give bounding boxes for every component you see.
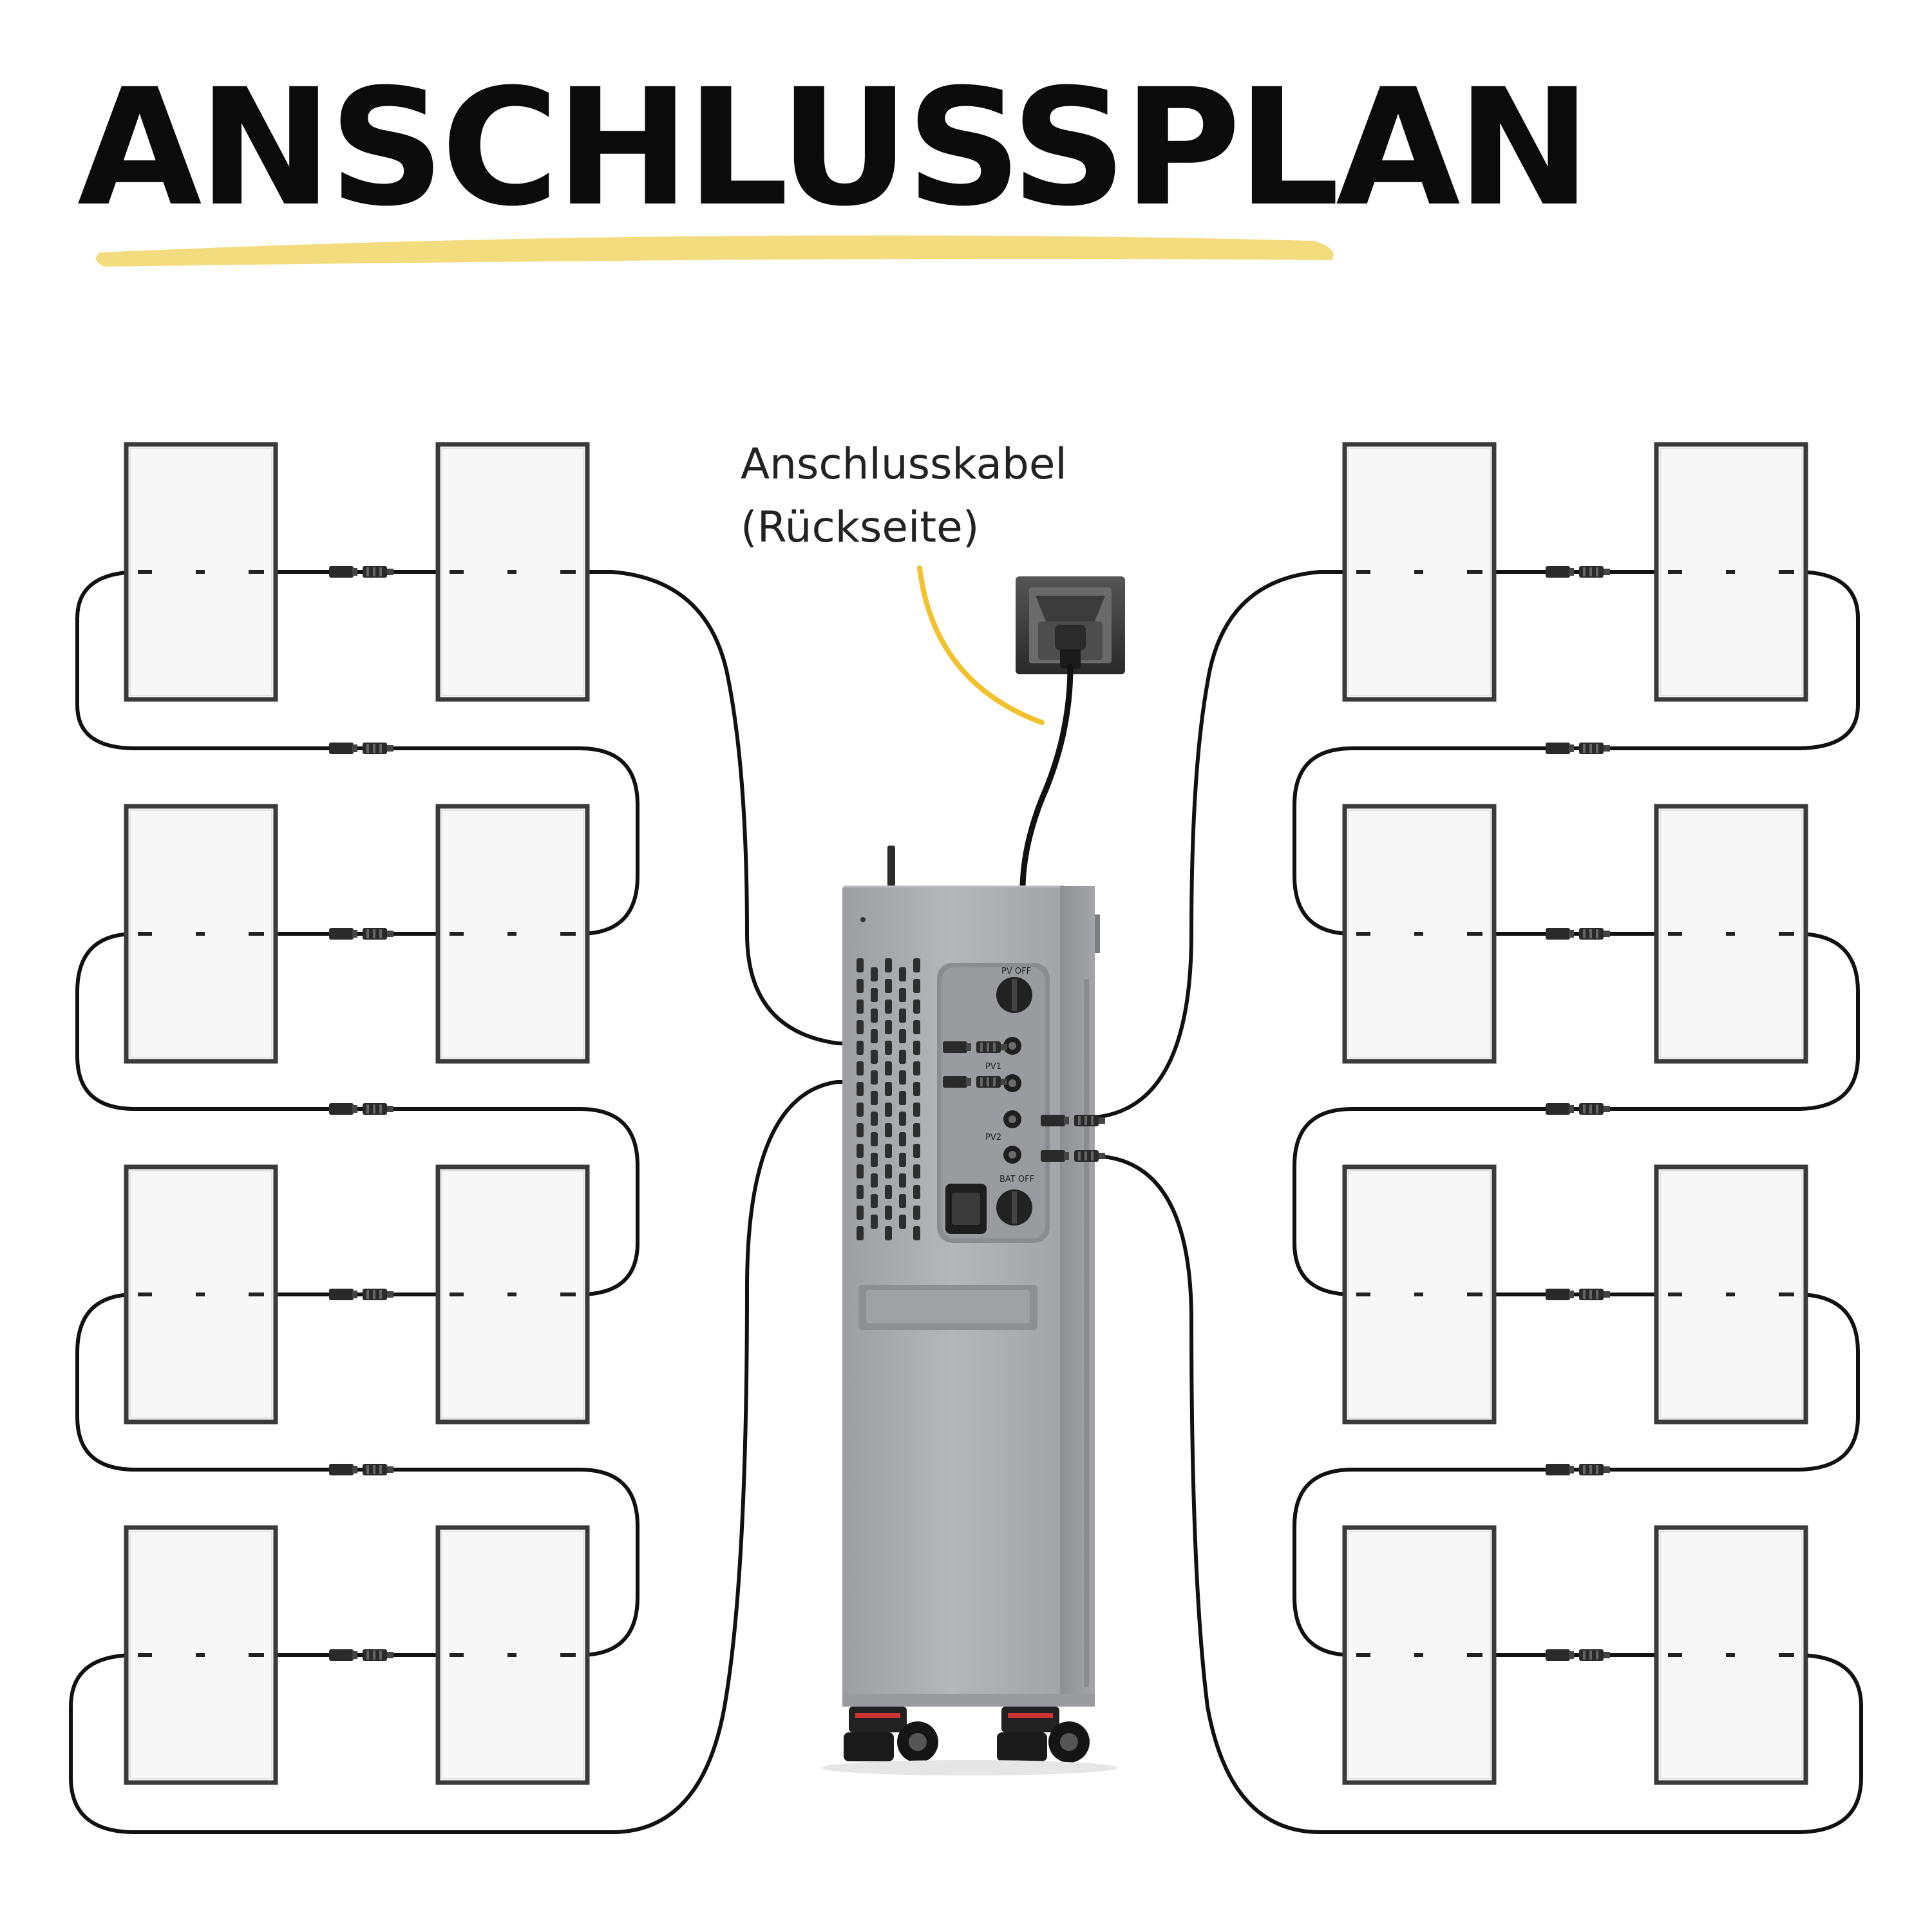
solar-panel-right-r3-c2 (1654, 1164, 1808, 1425)
cable-right-loop-1 (1293, 570, 1860, 936)
wall-socket (1016, 576, 1125, 674)
cable-right-loop-3 (1293, 1293, 1860, 1657)
connector-right-row-2 (1546, 928, 1610, 940)
callout-line-1: Anschlusskabel (741, 439, 1067, 489)
solar-panel-left-r4-c2 (435, 1525, 590, 1785)
solar-panel-left-r3-c2 (435, 1164, 590, 1425)
cable-left-feed-negative (69, 1080, 945, 1834)
cable-right-feed-negative (1045, 1154, 1863, 1834)
cable-left-loop-1 (75, 570, 639, 936)
page-title: ANSCHLUSSPLAN (77, 54, 1591, 242)
connector-right-loop-1 (1546, 743, 1610, 754)
pv-off-switch (996, 977, 1032, 1013)
connector-left-loop-2 (329, 1103, 393, 1115)
callout-line-2: (Rückseite) (741, 502, 980, 552)
wheel-right (997, 1707, 1090, 1763)
pv2-label: PV2 (985, 1133, 1001, 1142)
solar-panel-right-r4-c1 (1342, 1525, 1497, 1785)
callout-pointer (917, 565, 1045, 725)
mc4-connectors (329, 566, 1610, 1661)
solar-panel-right-r1-c1 (1342, 442, 1497, 702)
bat-off-label: BAT OFF (999, 1175, 1034, 1184)
cable-left-feed-positive (574, 570, 945, 1049)
solar-panel-left-r1-c2 (435, 442, 590, 702)
solar-panel-left-r4-c1 (124, 1525, 278, 1785)
output-socket (945, 1184, 987, 1234)
connector-right-row-3 (1546, 1289, 1610, 1300)
title-underline (95, 235, 1334, 267)
solar-panel-left-r2-c2 (435, 804, 590, 1064)
wheel-left (844, 1707, 938, 1763)
solar-panel-right-r2-c1 (1342, 804, 1497, 1064)
connector-left-row-4 (329, 1649, 393, 1661)
solar-panel-right-r3-c1 (1342, 1164, 1497, 1425)
connector-right-loop-3 (1546, 1464, 1610, 1475)
connector-unit-pv2-negative (1041, 1150, 1105, 1162)
connector-left-loop-3 (329, 1464, 393, 1475)
cable-right-feed-positive (1045, 570, 1358, 1122)
connector-left-loop-1 (329, 743, 393, 754)
pv1-label: PV1 (985, 1062, 1001, 1072)
bat-off-switch (996, 1189, 1032, 1226)
cable-right-loop-2 (1293, 932, 1860, 1296)
power-station: PV OFF BAT OFF PV1 PV2 (821, 846, 1117, 1776)
connector-unit-pv2-positive (1041, 1115, 1105, 1126)
connector-left-row-2 (329, 928, 393, 940)
connector-right-loop-2 (1546, 1103, 1610, 1115)
solar-panel-right-r4-c2 (1654, 1525, 1808, 1785)
pv-cables (69, 570, 1863, 1834)
connector-left-row-3 (329, 1289, 393, 1300)
callout-label: Anschlusskabel (Rückseite) (741, 433, 1067, 559)
connector-right-row-4 (1546, 1649, 1610, 1661)
solar-panel-left-r1-c1 (124, 442, 278, 702)
solar-panel-left-r3-c1 (124, 1164, 278, 1425)
solar-panel-right-r1-c2 (1654, 442, 1808, 702)
connector-unit-pv1-positive (943, 1041, 1007, 1053)
vent-grille (857, 958, 920, 1240)
unit-connectors (943, 1041, 1105, 1162)
connector-unit-pv1-negative (943, 1076, 1007, 1088)
pv-off-label: PV OFF (1001, 967, 1031, 976)
solar-panel-left-r2-c1 (124, 804, 278, 1064)
solar-panel-right-r2-c2 (1654, 804, 1808, 1064)
connector-right-row-1 (1546, 566, 1610, 578)
antenna (887, 846, 895, 887)
mains-cable (1019, 663, 1074, 889)
connector-left-row-1 (329, 566, 393, 578)
solar-panels (124, 442, 1808, 1785)
